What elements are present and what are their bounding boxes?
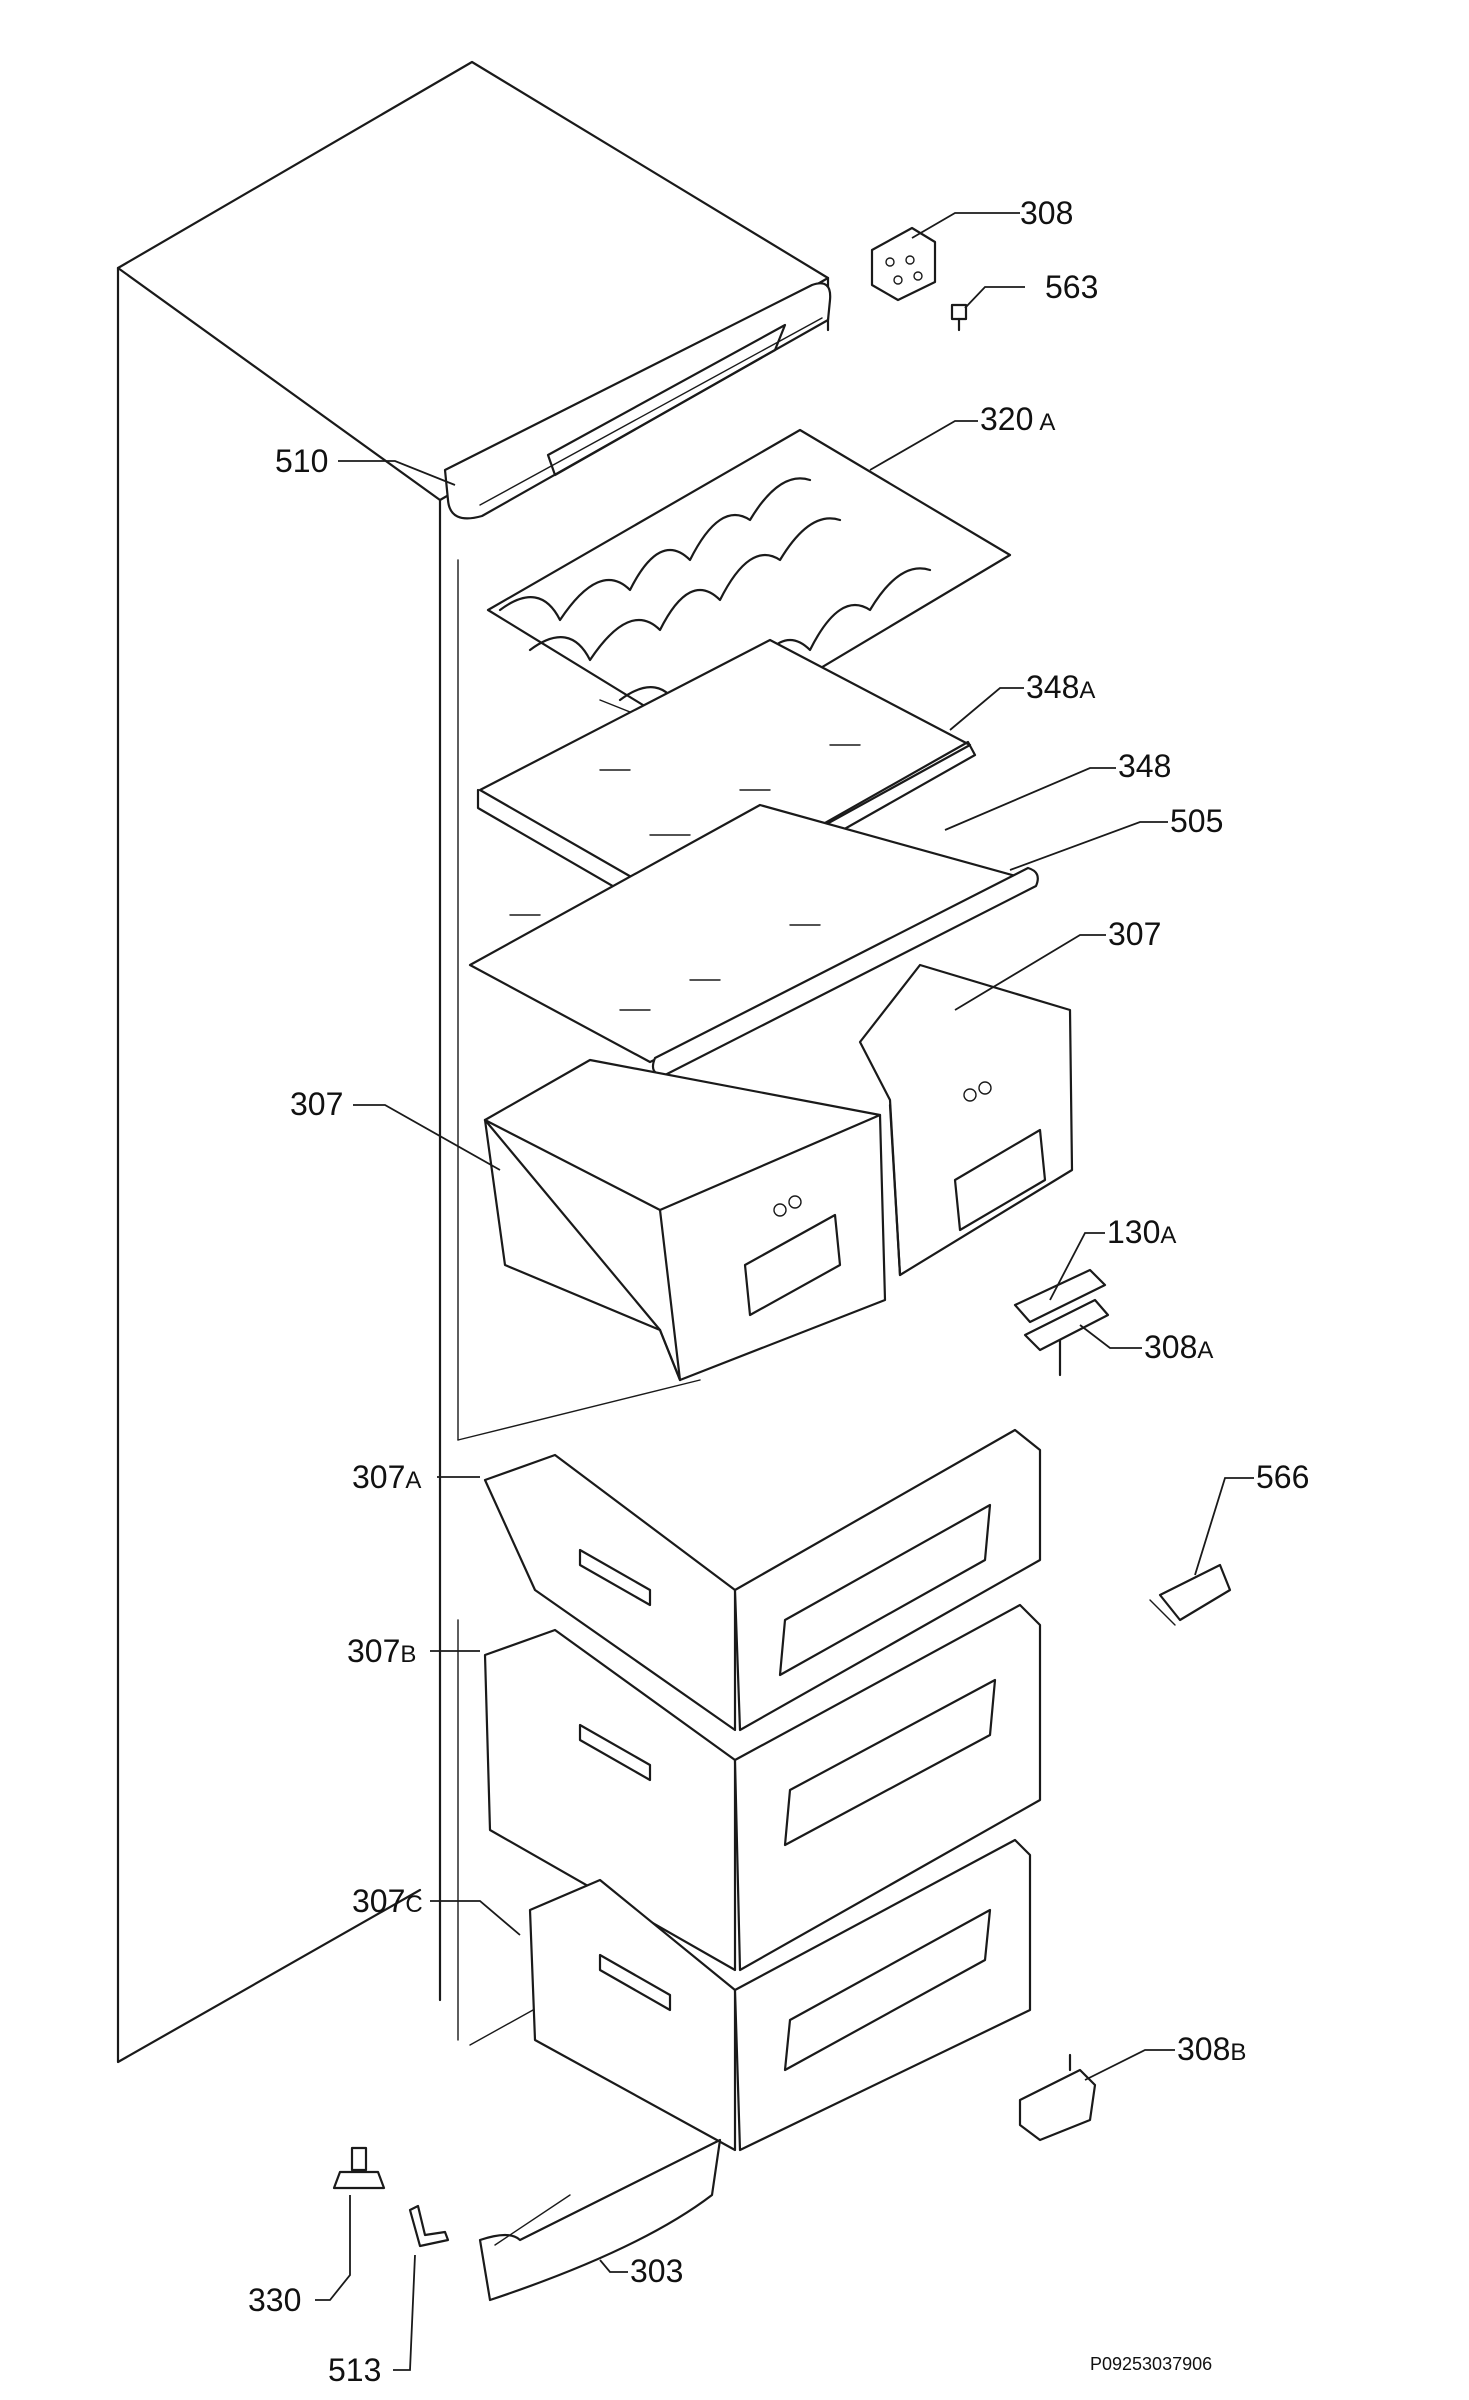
- leader-lines: [315, 212, 1254, 2371]
- part-505-shelf-guard: [651, 866, 1039, 1077]
- callout-308b: 308B: [1177, 2031, 1246, 2067]
- part-308-top-hinge: [870, 226, 937, 302]
- callout-330: 330: [248, 2282, 301, 2318]
- part-303-plinth: [478, 2138, 722, 2302]
- callout-348: 348: [1118, 748, 1171, 784]
- drawing-code: P09253037906: [1090, 2354, 1212, 2374]
- callout-307b: 307B: [347, 1633, 416, 1669]
- part-510-top-handle: [443, 282, 832, 520]
- callout-130a: 130A: [1107, 1214, 1176, 1250]
- part-307c-freezer-drawer: [528, 1838, 1032, 2152]
- callout-307-right: 307: [1108, 916, 1161, 952]
- part-563-screw: [950, 303, 968, 332]
- callout-563: 563: [1045, 269, 1098, 305]
- callout-307c: 307C: [352, 1883, 423, 1919]
- callout-505: 505: [1170, 803, 1223, 839]
- callout-303: 303: [630, 2253, 683, 2289]
- callout-308a: 308A: [1144, 1329, 1213, 1365]
- cabinet: [116, 60, 830, 2064]
- callout-307a: 307A: [352, 1459, 421, 1495]
- part-307-crisper-left: [483, 1058, 887, 1382]
- callout-566: 566: [1256, 1459, 1309, 1495]
- callout-348a: 348A: [1026, 669, 1095, 705]
- callout-510: 510: [275, 443, 328, 479]
- part-513-bracket: [408, 2204, 450, 2248]
- part-330-foot: [332, 2146, 386, 2190]
- part-308b-lower-hinge: [1018, 2053, 1097, 2142]
- part-130a-308a-hinge: [1013, 1268, 1110, 1377]
- part-307-crisper-right: [858, 963, 1074, 1277]
- part-307b-freezer-drawer: [483, 1603, 1042, 1972]
- callout-513: 513: [328, 2352, 381, 2388]
- part-307a-freezer-drawer: [483, 1428, 1042, 1732]
- callout-308: 308: [1020, 195, 1073, 231]
- callout-307-left: 307: [290, 1086, 343, 1122]
- part-566-clip: [1149, 1563, 1232, 1626]
